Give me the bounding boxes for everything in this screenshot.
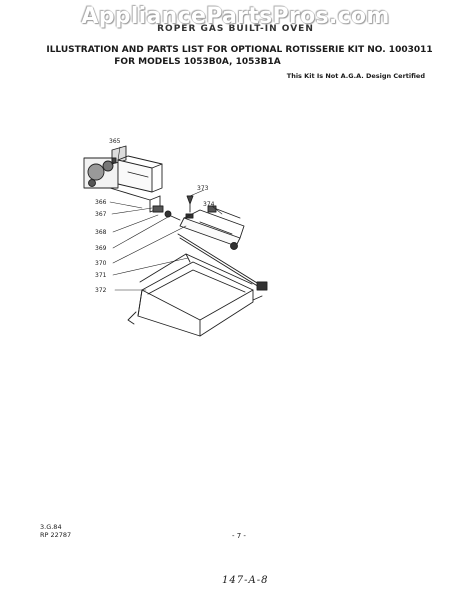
callout-366: 366 <box>95 199 107 206</box>
models-line: FOR MODELS 1053B0A, 1053B1A <box>114 57 281 67</box>
callout-368: 368 <box>95 229 107 236</box>
watermark: AppliancePartsPros.com <box>81 4 390 29</box>
callout-374: 374 <box>203 201 215 208</box>
certification-note: This Kit Is Not A.G.A. Design Certified <box>286 72 425 80</box>
document-title: ROPER GAS BUILT-IN OVEN <box>157 24 314 34</box>
callout-371: 371 <box>95 272 107 279</box>
callout-373: 373 <box>197 185 209 192</box>
shaft-coupling <box>152 205 181 221</box>
page-number: - 7 - <box>232 532 246 540</box>
document-subtitle: ILLUSTRATION AND PARTS LIST FOR OPTIONAL… <box>46 45 433 55</box>
handwritten-note: 147-A-8 <box>222 575 269 586</box>
spit-rod <box>177 205 268 291</box>
document-number: RP 22787 <box>40 531 72 539</box>
callout-365: 365 <box>109 138 121 145</box>
screw <box>185 195 194 219</box>
callout-369: 369 <box>95 245 107 252</box>
callout-370: 370 <box>95 260 107 267</box>
rotisserie-motor <box>83 145 127 189</box>
callout-372: 372 <box>95 287 107 294</box>
date-code: 3.G.84 <box>40 523 62 531</box>
callout-367: 367 <box>95 211 107 218</box>
drip-pan <box>127 261 263 337</box>
